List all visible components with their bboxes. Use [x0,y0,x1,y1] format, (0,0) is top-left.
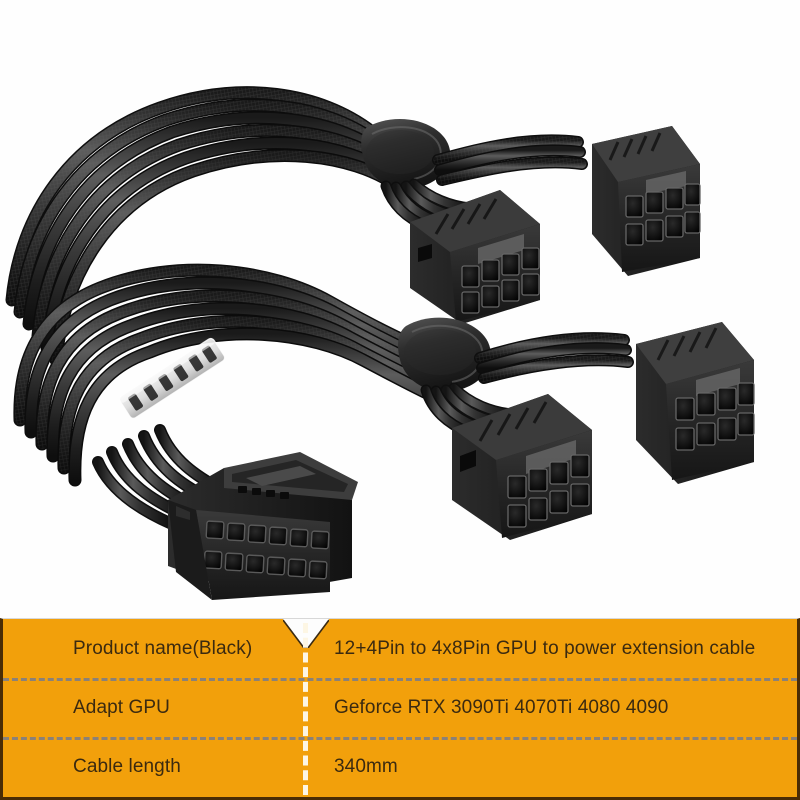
row-separator [3,737,797,740]
pin-cavities-8 [675,382,755,451]
cable-comb [118,337,226,419]
pin-cavities-8 [461,247,540,314]
connector-8pin-top-right [592,126,701,276]
sideband-pins-4 [238,486,289,499]
splitter-boot-lower [398,317,491,392]
table-row: Cable length 340mm [3,737,797,796]
row-separator [3,678,797,681]
connector-8pin-bottom-right [636,322,755,484]
row-label-adapt-gpu: Adapt GPU [73,696,171,718]
row-value-cable-length: 340mm [334,755,398,777]
pin-cavities-8 [507,454,590,528]
cable-illustration [5,86,755,600]
row-label-cable-length: Cable length [73,755,181,777]
table-row: Adapt GPU Geforce RTX 3090Ti 4070Ti 4080… [3,678,797,737]
row-label-product-name: Product name(Black) [73,637,253,659]
product-photo [5,86,755,600]
table-row: Product name(Black) 12+4Pin to 4x8Pin GP… [3,619,797,678]
cable-bundle-upper [5,86,405,367]
pin-cavities-12 [203,520,330,580]
pin-cavities-8 [625,183,701,246]
row-value-adapt-gpu: Geforce RTX 3090Ti 4070Ti 4080 4090 [334,696,669,718]
row-value-product-name: 12+4Pin to 4x8Pin GPU to power extension… [334,637,756,659]
connector-8pin-top-left [410,190,540,324]
column-divider [303,623,308,795]
specification-table: Product name(Black) 12+4Pin to 4x8Pin GP… [0,618,800,800]
connector-12plus4-pin [168,452,358,600]
connector-8pin-bottom-left [452,394,592,540]
splitter-boot-upper [361,118,451,189]
